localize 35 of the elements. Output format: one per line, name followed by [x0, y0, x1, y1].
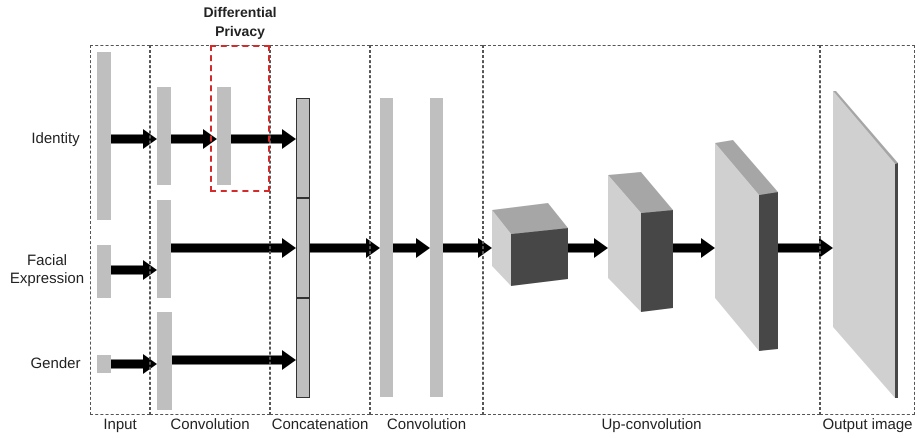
arrow	[171, 132, 217, 146]
stage-label: Convolution	[169, 416, 251, 433]
arrow	[310, 241, 380, 255]
arrow	[568, 241, 608, 255]
arrow	[171, 241, 296, 255]
feature-bar	[97, 245, 111, 298]
stage-label: Convolution	[386, 416, 468, 433]
feature-bar	[380, 98, 393, 397]
feature-bar	[157, 200, 171, 298]
arrow	[393, 241, 430, 255]
stage-label: Differential Privacy	[202, 3, 278, 41]
stage-label: Up-convolution	[600, 416, 703, 433]
arrow	[443, 241, 492, 255]
row-label: Facial Expression	[8, 252, 86, 288]
arrow	[111, 357, 157, 371]
stage-label: Output image	[821, 416, 914, 433]
concatenated-segment	[296, 98, 310, 198]
feature-bar	[97, 355, 111, 373]
arrow	[673, 241, 715, 255]
feature-bar	[157, 312, 172, 410]
stage-label: Input	[102, 416, 138, 433]
feature-bar	[157, 87, 171, 185]
arrow	[231, 132, 296, 146]
row-label: Identity	[30, 130, 81, 148]
concatenated-segment	[296, 298, 310, 398]
feature-bar	[217, 87, 231, 185]
stage-label: Concatenation	[270, 416, 370, 433]
arrow	[778, 241, 833, 255]
arrow	[172, 353, 296, 367]
arrow	[111, 132, 157, 146]
row-label: Gender	[29, 355, 82, 373]
feature-bar	[97, 52, 111, 220]
concatenated-segment	[296, 198, 310, 298]
arrow	[111, 263, 157, 277]
feature-bar	[430, 98, 443, 397]
